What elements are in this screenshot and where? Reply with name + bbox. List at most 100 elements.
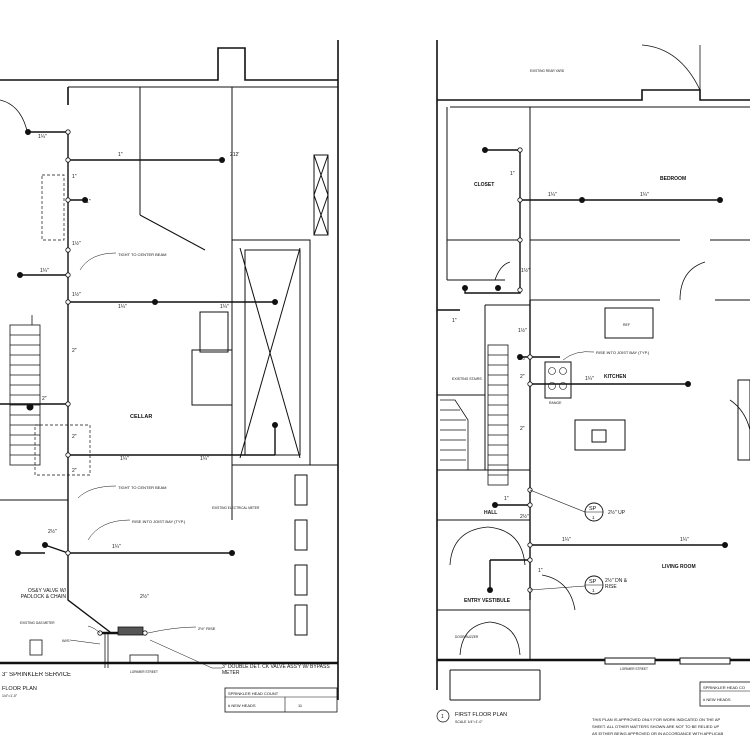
pipe-size: 1½" [72,240,81,247]
disclaimer-line-1: THIS PLAN IS APPROVED ONLY FOR WORK INDI… [592,717,721,722]
note-gas-meter: EXISTING GAS METER [20,621,55,625]
pipe-size: 1½" [518,327,527,334]
left-service-line [29,626,159,668]
sp-tag-number: 1 [592,515,595,520]
note-rise-2-5: 2½" RISE [198,626,216,631]
left-leaders [69,252,197,645]
left-plan-scale: 1/4"=1'-0" [2,694,18,698]
pipe-size: 1" [538,568,543,574]
note-osy-valve: OS&Y VALVE W/ PADLOCK & CHAIN [20,588,66,600]
pipe-size: 1½" [72,291,81,298]
right-door-swings [449,44,750,656]
note-street-right: LORIMER STREET [620,667,648,671]
pipe-size: 2" [520,374,525,380]
sprinkler-head [219,157,225,163]
note-range: RANGE [549,401,562,405]
sp-tag-label: SP [589,579,597,585]
left-plan-title: FLOOR PLAN [2,686,37,692]
note-rise-joist: RISE INTO JOIST BAY (TYP.) [132,519,186,524]
head-count-title-left: SPRINKLER HEAD COUNT [228,691,279,696]
head-count-title-right: SPRINKLER HEAD CO [703,685,745,690]
pipe-size: 2" [42,396,47,402]
note-existing-rear-yard: EXISTING REAR YARD [530,69,565,73]
room-label-kitchen: KITCHEN [604,374,627,380]
note-rise-joist-right: RISE INTO JOIST BAY (TYP.) [596,350,650,355]
note-wts: W/S [62,638,70,643]
pipe-size: 2" [72,348,77,354]
left-partitions [0,87,338,636]
head-count-label-right: # NEW HEADS [703,697,731,702]
pipe-size: 1" [510,171,515,177]
pipe-size: 2½" [48,528,57,535]
sprinkler-head [152,299,158,305]
sprinkler-head [26,403,34,411]
right-plan-title: FIRST FLOOR PLAN [455,712,507,718]
note-existing-stairs: EXISTING STAIRS [452,377,482,381]
pipe-size: 1¼" [118,304,127,310]
pipe-size: 1" [452,318,457,324]
right-sprinkler-heads [462,147,728,593]
sp-tag-dn: SP 1 [529,575,604,595]
sprinkler-head [25,129,31,135]
pipe-size: 1" [86,199,91,205]
pipe-size: 2" [520,426,525,432]
sp-tag-up: SP 1 2½" UP [529,489,626,522]
pipe-size: 1½" [521,267,530,274]
pipe-size: 1¼" [562,537,571,543]
pipe-size: 1" [72,174,77,180]
room-label-vestibule: ENTRY VESTIBULE [464,598,511,604]
right-title-block: 1 FIRST FLOOR PLAN SCALE 1/4"=1'-0" SPRI… [436,681,750,736]
right-plan-scale: SCALE 1/4"=1'-0" [455,720,483,724]
pipe-size: 2½" [520,513,529,520]
right-leaders [562,351,595,361]
pipe-size: 1½" [518,355,527,362]
disclaimer-line-2: SHEET. ALL OTHER MATTERS SHOWN ARE NOT T… [592,724,719,729]
sprinkler-head [579,197,585,203]
pipe-size: 2" [72,468,77,474]
sprinkler-head [517,354,523,360]
left-labels: CELLAR 212' 1" 1" 1" 1¼" 1½" 1¼" 1½" 1¼"… [20,134,260,674]
room-label-bedroom: BEDROOM [660,176,686,182]
pipe-size: 2" [72,434,77,440]
note-sprinkler-service: 3" SPRINKLER SERVICE [2,672,72,678]
sprinkler-head [272,299,278,305]
left-sprinkler-heads [15,129,278,556]
left-plan [0,40,339,700]
sprinkler-head [685,381,691,387]
pipe-size: 1¼" [112,544,121,550]
pipe-size: 1" [504,496,509,502]
room-label-cellar: CELLAR [130,414,152,420]
sprinkler-head [462,285,468,291]
sprinkler-head [17,272,23,278]
sprinkler-head [229,550,235,556]
pipe-size: 1¼" [38,134,47,140]
right-sprinkler-main [437,149,725,600]
sp-tag-label: SP [589,506,597,512]
sprinkler-head [482,147,488,153]
sprinkler-head [82,197,88,203]
note-ref: REF [623,323,630,327]
note-double-check: 3" DOUBLE DET. CK VALVE ASS'Y W/ BYPASS … [222,664,330,676]
right-pipe-fittings [517,147,533,593]
sprinkler-head [492,502,498,508]
pipe-size: 1¼" [680,537,689,543]
detail-tag: 1 [441,714,444,720]
range-burners [548,367,567,390]
room-label-living: LIVING ROOM [662,564,696,570]
left-double-check-leader [149,639,222,669]
pipe-size: 1¼" [200,456,209,462]
room-label-hall: HALL [484,510,497,516]
sprinkler-head [722,542,728,548]
sprinkler-head [487,587,493,593]
pipe-size: 1¼" [120,456,129,462]
room-label-closet: CLOSET [474,182,494,188]
sprinkler-head [717,197,723,203]
pipe-size: 1" [118,152,123,158]
head-count-value-left: 11 [298,703,303,708]
right-labels: CLOSET BEDROOM KITCHEN HALL LIVING ROOM … [452,69,696,671]
sprinkler-head [272,422,278,428]
sprinkler-head [42,542,48,548]
disclaimer-line-3: AS EITHER BEING APPROVED OR IN ACCORDANC… [592,731,723,736]
note-tight-beam-bottom: TIGHT TO CENTER BEAM [118,485,166,490]
